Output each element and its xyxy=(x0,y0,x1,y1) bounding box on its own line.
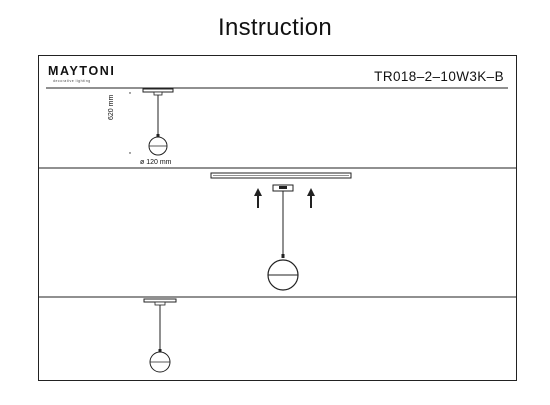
adapter-stem xyxy=(153,91,163,96)
track-adapter xyxy=(143,298,177,303)
track-adapter xyxy=(142,88,174,93)
page-title: Instruction xyxy=(217,14,333,41)
arrow-up-icon xyxy=(254,188,262,208)
installed-pendant xyxy=(143,298,177,373)
mounting-step xyxy=(210,172,352,291)
pendant-with-dimensions xyxy=(129,88,174,156)
instruction-frame xyxy=(38,55,517,381)
model-number: TR018–2–10W3K–B xyxy=(374,69,504,84)
arrow-up-icon xyxy=(307,188,315,208)
brand-logo: MAYTONI xyxy=(48,64,116,78)
brand-tagline: decorative lighting xyxy=(53,79,91,83)
diameter-dimension-label: ø 120 mm xyxy=(140,159,172,166)
